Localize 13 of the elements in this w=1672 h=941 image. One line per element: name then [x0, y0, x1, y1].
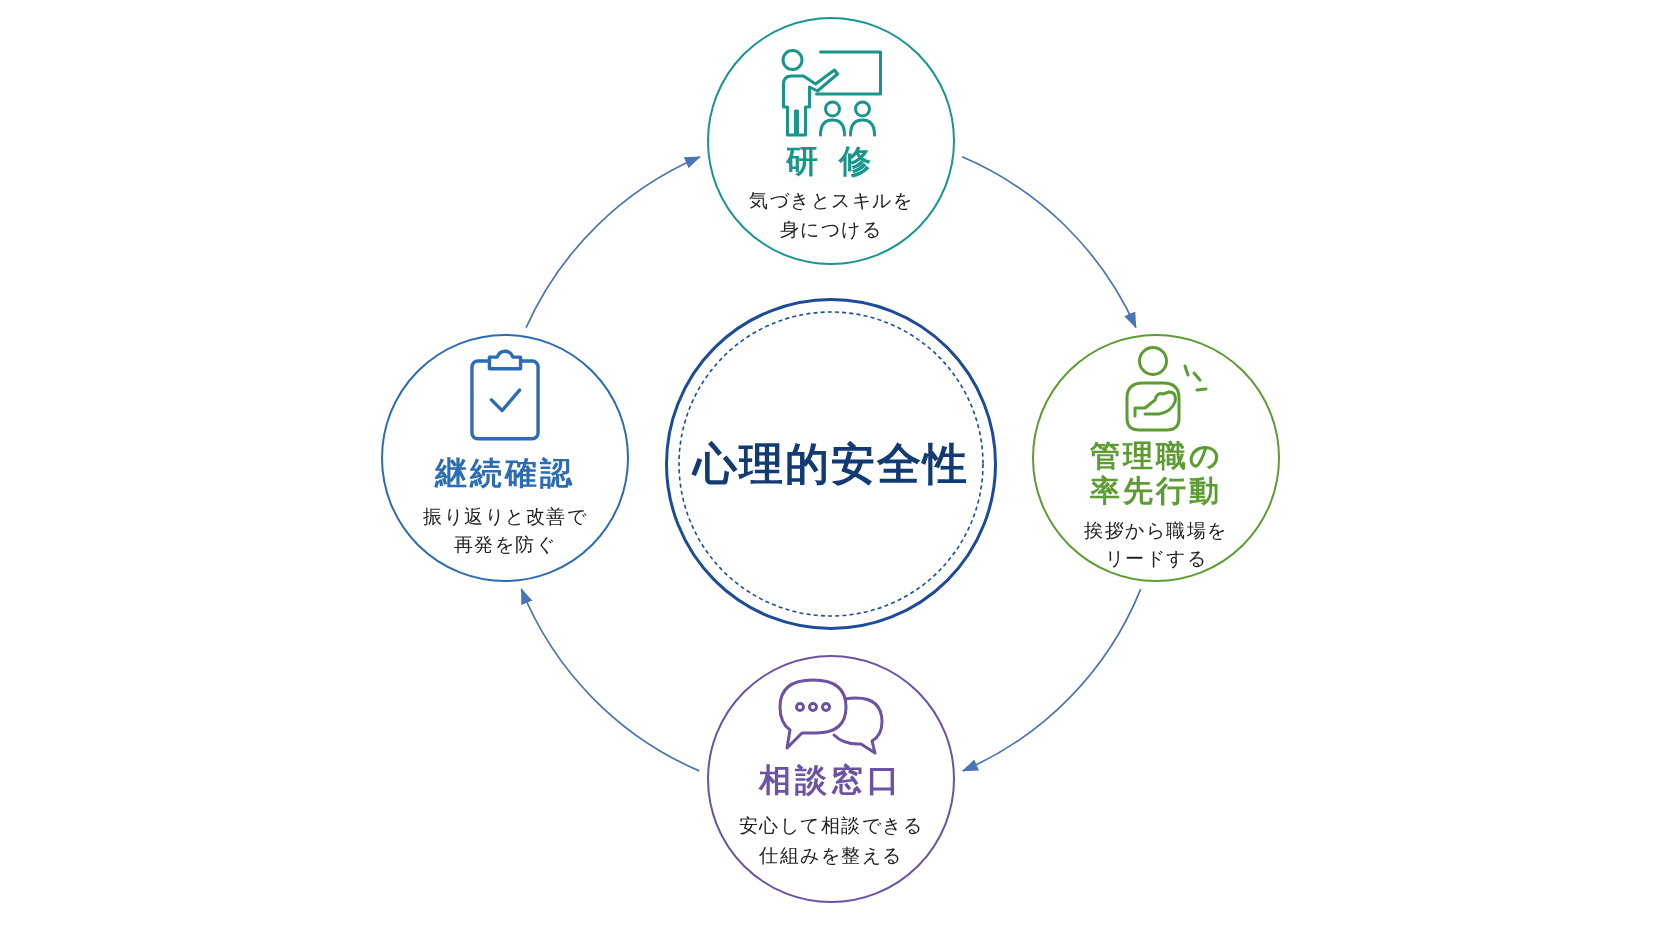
arrow: [961, 588, 1142, 772]
node-description: 挨拶から職場をリードする: [1083, 517, 1229, 571]
node-title: 研 修: [785, 142, 877, 179]
arrow: [525, 155, 701, 329]
arrow: [961, 155, 1137, 329]
node-description: 気づきとスキルを身につける: [748, 188, 914, 242]
node-description: 安心して相談できる仕組みを整える: [737, 812, 925, 868]
node-title: 相談窓口: [759, 761, 903, 798]
center-title: 心理的安全性: [693, 437, 969, 491]
node-title: 継続確認: [435, 454, 575, 491]
arrow: [520, 588, 701, 772]
node-title: 管理職の率先行動: [1088, 438, 1224, 508]
node-description: 振り返りと改善で再発を防ぐ: [422, 503, 588, 557]
